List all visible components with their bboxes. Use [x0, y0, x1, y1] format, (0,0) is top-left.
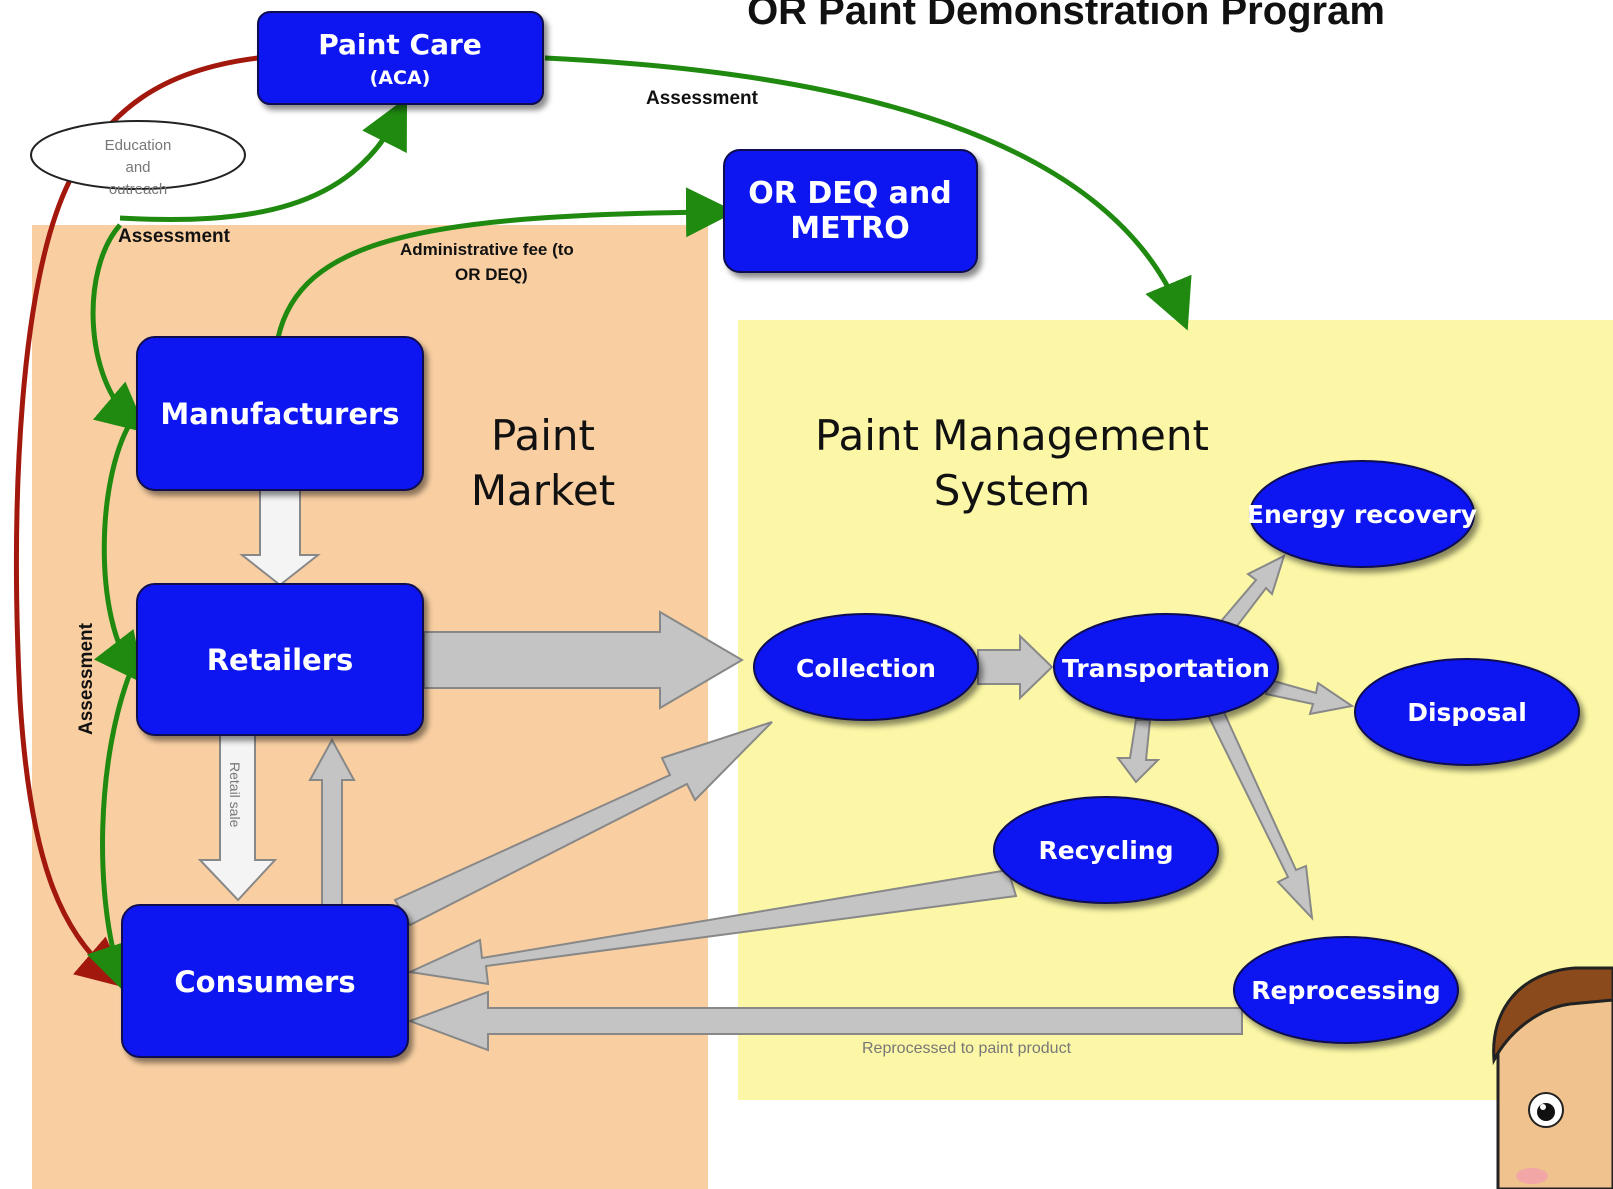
management-title-line2: System: [934, 466, 1091, 515]
arrow-recycling-to-consumers: [406, 868, 1018, 986]
assessment-vertical-label: Assessment: [76, 622, 97, 735]
arrow-transport-to-disposal: [1264, 678, 1355, 716]
energy-recovery-ellipse: [1249, 460, 1475, 568]
green-assessment-to-manufacturers: [90, 223, 148, 433]
ordeq-label-line2: METRO: [790, 211, 909, 246]
arrow-transport-to-energy: [1220, 554, 1286, 632]
consumers-label: Consumers: [174, 965, 355, 999]
arrow-consumers-to-retailers: [308, 737, 356, 906]
red-outreach-arrow: [14, 55, 259, 989]
market-title-line1: Paint: [491, 411, 595, 460]
assessment-top-label: Assessment: [646, 88, 759, 109]
assessment-left-label: Assessment: [118, 226, 231, 247]
green-assessment-to-management: [544, 55, 1192, 331]
disposal-ellipse: [1354, 658, 1580, 766]
cartoon-face-icon: [1492, 966, 1613, 1189]
admin-fee-label-line2: OR DEQ): [455, 265, 528, 284]
paintcare-label: Paint Care: [318, 28, 482, 61]
admin-fee-label-line1: Administrative fee (to: [400, 240, 574, 259]
education-label-line2: and: [125, 159, 150, 176]
market-title-line2: Market: [471, 466, 615, 515]
collection-label: Collection: [796, 654, 936, 683]
green-assessment-to-retailers: [93, 418, 145, 684]
arrow-consumers-to-collection: [393, 721, 773, 927]
green-admin-fee-arrow: [275, 187, 736, 339]
arrow-transport-to-recycling: [1116, 719, 1161, 784]
paintcare-sublabel: (ACA): [370, 67, 431, 89]
paintcare-box: [257, 11, 544, 105]
consumers-box: [121, 904, 409, 1058]
arrow-retailers-to-collection: [423, 610, 744, 710]
recycling-ellipse: [993, 796, 1219, 904]
disposal-label: Disposal: [1407, 698, 1527, 727]
arrow-reprocessing-to-consumers: [407, 990, 1243, 1052]
retailers-box: [136, 583, 424, 736]
manufacturers-box: [136, 336, 424, 491]
arrow-transport-to-reprocessing: [1206, 706, 1314, 921]
arrow-retail-sale-down: [197, 734, 278, 902]
transportation-label: Transportation: [1062, 654, 1270, 683]
transportation-ellipse: [1053, 613, 1279, 721]
collection-ellipse: [753, 613, 979, 721]
reprocessing-label: Reprocessing: [1251, 976, 1440, 1005]
page-title: OR Paint Demonstration Program: [747, 0, 1385, 33]
green-assessment-to-paintcare: [119, 97, 408, 222]
arrow-collection-to-transportation: [977, 633, 1054, 701]
green-assessment-to-consumers: [86, 667, 135, 994]
energy-recovery-label: Energy recovery: [1247, 500, 1477, 529]
recycling-label: Recycling: [1039, 836, 1174, 865]
retailers-label: Retailers: [207, 643, 354, 677]
manufacturers-label: Manufacturers: [160, 397, 399, 431]
ordeq-box: [723, 149, 978, 273]
education-label-line3: outreach: [109, 181, 167, 198]
education-outreach-ellipse: [30, 120, 246, 190]
ordeq-label-line1: OR DEQ and: [748, 176, 951, 211]
reprocessed-label: Reprocessed to paint product: [862, 1040, 1072, 1057]
management-title-line1: Paint Management: [815, 411, 1209, 460]
reprocessing-ellipse: [1233, 936, 1459, 1044]
arrow-manufacturers-to-retailers: [239, 489, 321, 587]
education-label-line1: Education: [105, 137, 172, 154]
retail-sale-label: Retail sale: [227, 762, 243, 828]
